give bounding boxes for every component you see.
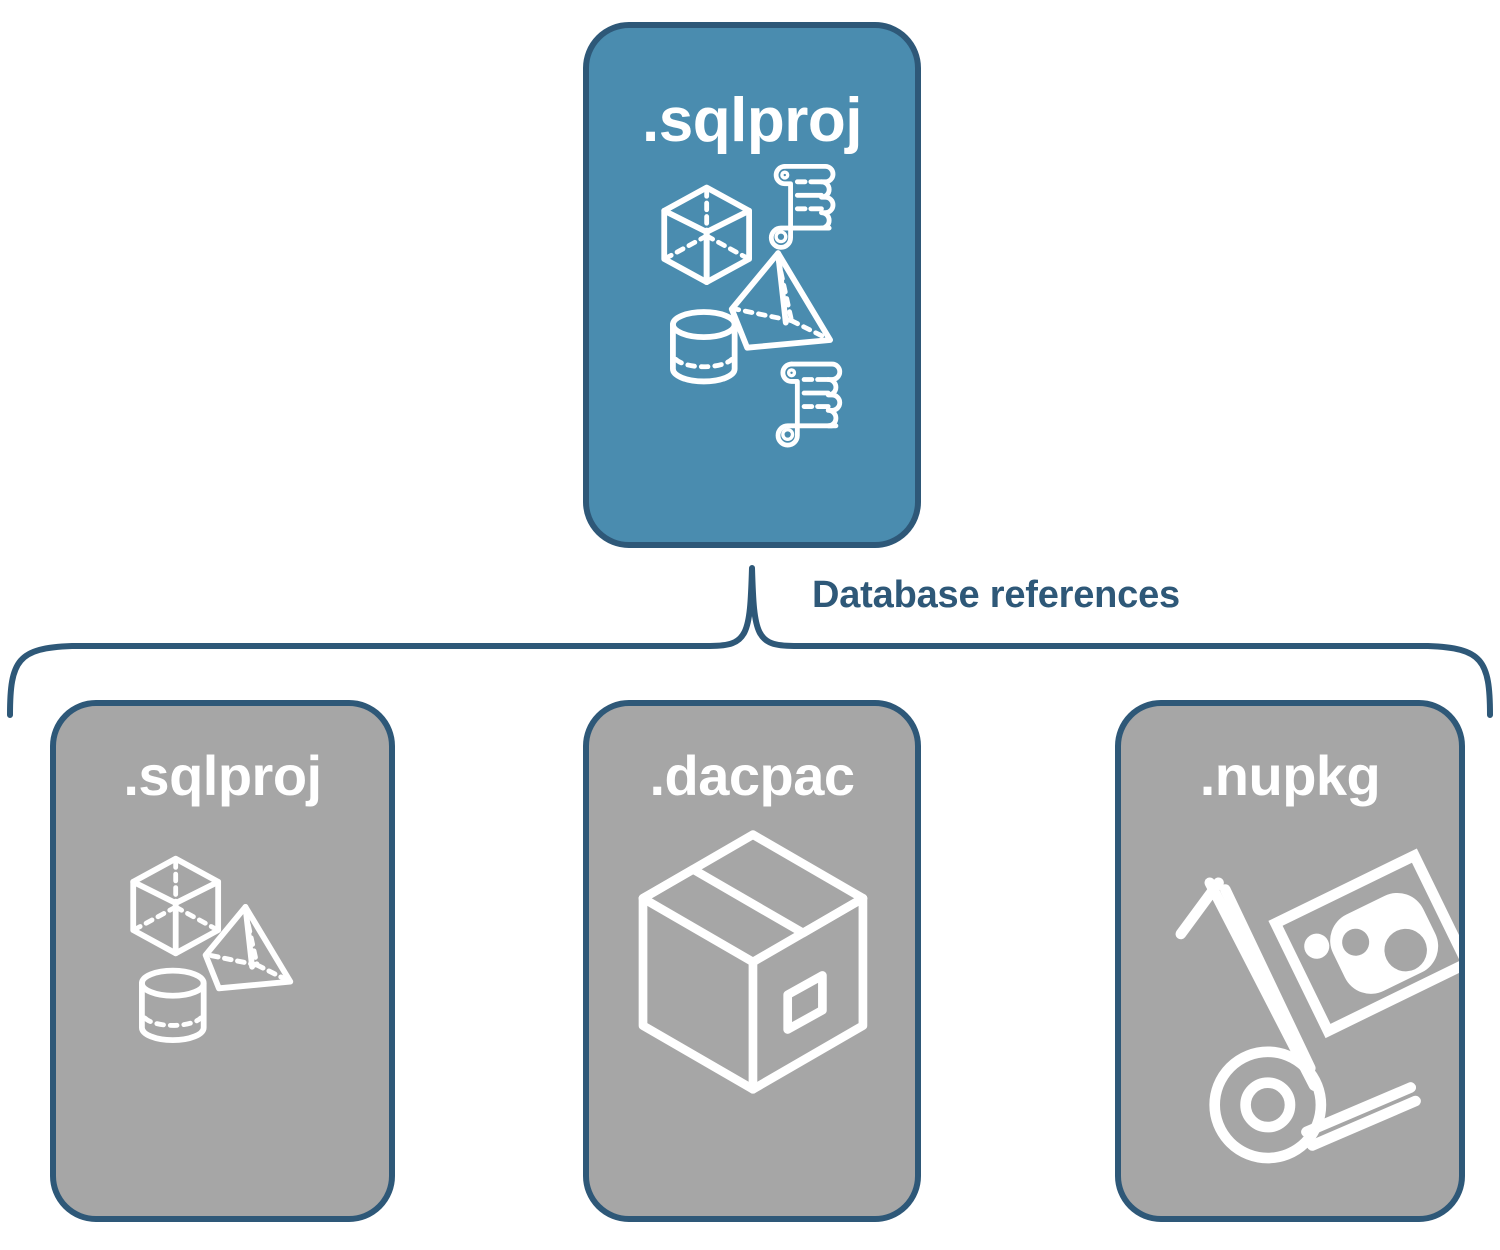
scroll-document-icon	[775, 361, 843, 448]
wireframe-pyramid-icon	[202, 904, 294, 992]
reference-card-dacpac[interactable]: .dacpac	[583, 700, 921, 1222]
wireframe-cube-icon	[661, 184, 752, 286]
wireframe-cylinder-icon	[670, 309, 738, 385]
package-box-icon	[1268, 848, 1459, 1039]
reference-card-sqlproj[interactable]: .sqlproj	[50, 700, 395, 1222]
scroll-document-icon	[768, 163, 836, 250]
wireframe-pyramid-icon	[728, 250, 834, 351]
shipping-box-icon	[638, 830, 868, 1094]
reference-card-nupkg[interactable]: .nupkg	[1115, 700, 1465, 1222]
connector-label: Database references	[812, 574, 1180, 616]
reference-card-title-sqlproj: .sqlproj	[123, 744, 322, 807]
source-card-sqlproj[interactable]: .sqlproj	[583, 22, 921, 548]
source-card-title: .sqlproj	[642, 86, 862, 155]
reference-card-title-dacpac: .dacpac	[649, 744, 855, 807]
wireframe-cylinder-icon	[139, 967, 207, 1044]
wireframe-cube-icon	[130, 855, 222, 957]
nuget-logo-dot-icon	[1304, 933, 1330, 959]
database-references-bracket	[7, 565, 1493, 718]
nuget-logo-icon	[1330, 892, 1439, 994]
reference-card-title-nupkg: .nupkg	[1199, 744, 1381, 807]
hand-truck-package-icon	[1175, 877, 1421, 1164]
